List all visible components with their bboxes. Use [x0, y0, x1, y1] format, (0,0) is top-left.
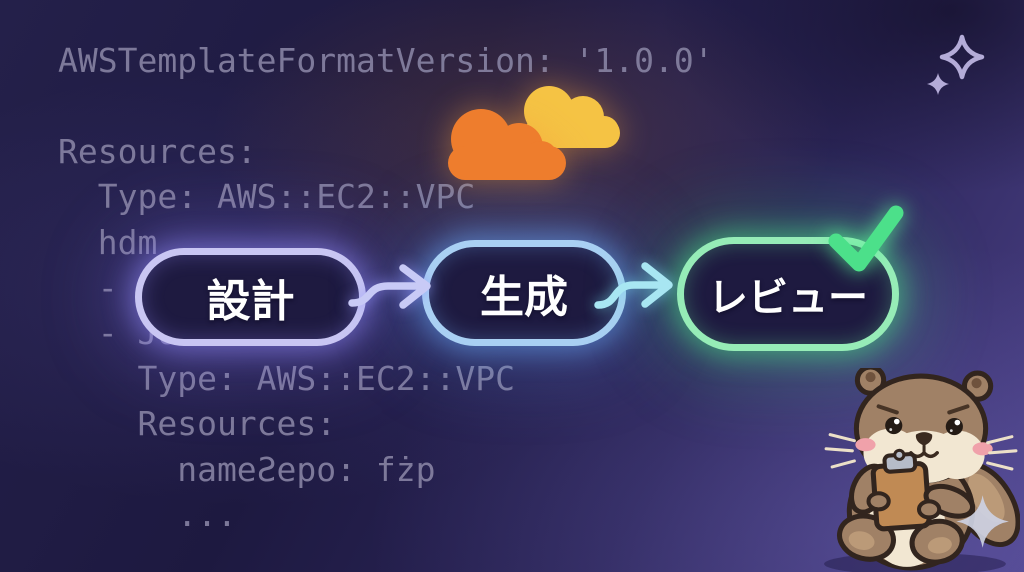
flow-node-review-label: レビュー: [708, 275, 868, 321]
flow-node-generate: 生成: [422, 240, 626, 346]
flow-node-review: レビュー: [677, 237, 899, 351]
otter-whiskers: [824, 433, 1018, 471]
flow-node-generate-label: 生成: [480, 272, 568, 323]
otter-tail: [950, 461, 1020, 548]
clipboard-icon: [870, 448, 932, 532]
otter-mascot: [824, 368, 1020, 572]
flow-node-design: 設計: [135, 248, 366, 346]
flow-node-design-label: 設計: [206, 276, 295, 327]
sparkles-icon: [927, 34, 985, 95]
otter-shadow: [824, 552, 1006, 572]
tail-sparkle-icon: [956, 495, 1009, 548]
